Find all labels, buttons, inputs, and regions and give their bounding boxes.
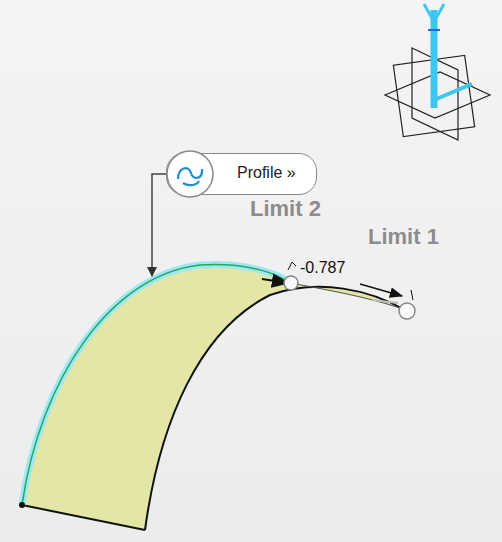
swept-surface xyxy=(22,265,405,530)
limit-handle xyxy=(399,303,415,319)
limit-handle xyxy=(284,276,298,290)
axis-compass xyxy=(385,4,490,140)
dimension-arrow xyxy=(360,284,402,296)
callout-box: Profile » xyxy=(166,153,317,195)
surface-edge xyxy=(145,287,405,530)
dimension-value: -0.787 xyxy=(300,259,345,277)
dimension-mark xyxy=(288,262,296,270)
profile-curve xyxy=(22,265,290,505)
profile-icon xyxy=(165,149,215,199)
dimension-tick xyxy=(411,290,413,300)
limit-label: Limit 2 xyxy=(250,196,321,222)
limit-label: Limit 1 xyxy=(368,224,439,250)
callout-text: Profile » xyxy=(237,164,296,182)
profile-highlight xyxy=(22,265,290,505)
limit-arrow xyxy=(372,300,398,303)
corner-dot xyxy=(19,502,25,508)
surface-edge xyxy=(22,505,145,530)
surface-extension xyxy=(290,283,405,310)
leader-line xyxy=(152,174,166,276)
